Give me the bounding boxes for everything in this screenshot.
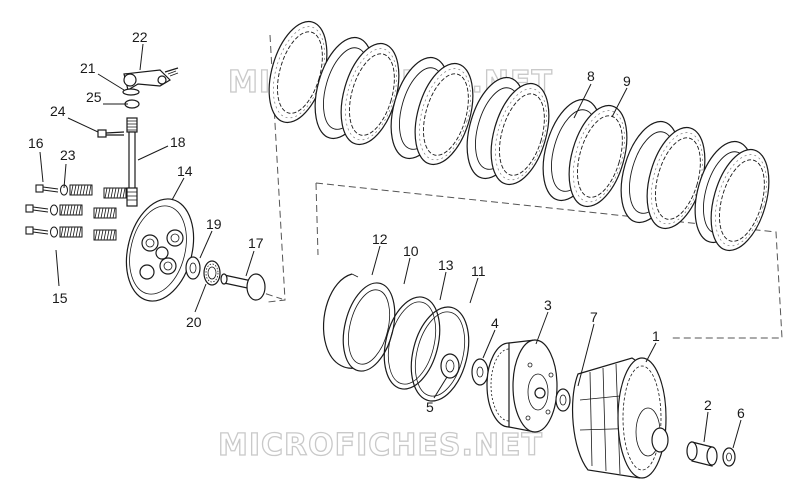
screw-24 [97, 129, 125, 138]
label-4: 4 [491, 315, 499, 331]
friction-plate [710, 148, 770, 252]
o-ring-21 [122, 88, 140, 96]
bolt-head [25, 226, 34, 235]
label-17: 17 [248, 235, 264, 251]
spring [93, 207, 117, 219]
label-20: 20 [186, 314, 202, 330]
label-2: 2 [704, 397, 712, 413]
pushrod-18 [126, 117, 138, 207]
label-9: 9 [623, 73, 631, 89]
washer [50, 226, 58, 238]
label-22: 22 [132, 29, 148, 45]
bolt-head [35, 184, 44, 193]
bearing-20 [203, 260, 221, 286]
bolt-spring-row [35, 184, 127, 199]
label-8: 8 [587, 68, 595, 84]
label-14: 14 [177, 163, 193, 179]
label-24: 24 [50, 103, 66, 119]
friction-plate [490, 82, 550, 186]
label-13: 13 [438, 257, 454, 273]
clutch-plate-stack [268, 20, 770, 252]
clutch-housing-1 [571, 357, 669, 479]
bushing-2 [686, 441, 718, 467]
label-7: 7 [590, 309, 598, 325]
label-3: 3 [544, 297, 552, 313]
label-18: 18 [170, 134, 186, 150]
friction-plate [414, 62, 474, 166]
pressure-plate-14 [125, 198, 195, 302]
washer [50, 204, 58, 216]
bolt-spring-row [25, 226, 117, 241]
bolt-spring-row [25, 204, 117, 219]
washer-19 [185, 256, 201, 280]
label-12: 12 [372, 231, 388, 247]
spring [69, 184, 93, 196]
seat-ring-11 [410, 306, 470, 402]
label-23: 23 [60, 147, 76, 163]
washer-7 [555, 388, 571, 412]
spring [59, 204, 83, 216]
label-5: 5 [426, 399, 434, 415]
bolt-spring-group [25, 184, 127, 241]
friction-plate [568, 104, 628, 208]
washer-6 [722, 447, 736, 467]
friction-plate [340, 42, 400, 146]
watermark-bottom: MICROFICHES.NET [218, 428, 543, 463]
label-10: 10 [403, 243, 419, 259]
lock-washer-4 [471, 358, 489, 386]
spring [103, 187, 127, 199]
bolt-head [25, 204, 34, 213]
label-19: 19 [206, 216, 222, 232]
label-16: 16 [28, 135, 44, 151]
part-labels: 22 21 25 24 18 16 23 14 15 19 17 20 12 1… [28, 29, 745, 421]
leader-lines [39, 43, 742, 449]
nut-5 [440, 353, 460, 379]
label-1: 1 [652, 328, 660, 344]
label-15: 15 [52, 290, 68, 306]
label-11: 11 [471, 263, 486, 279]
label-21: 21 [80, 60, 96, 76]
friction-plate [646, 126, 706, 230]
thrust-piece-17 [220, 273, 266, 301]
inner-hub-3 [486, 339, 558, 433]
label-25: 25 [86, 89, 102, 105]
rocker-arm-22 [123, 67, 179, 91]
label-6: 6 [737, 405, 745, 421]
spring [59, 226, 83, 238]
spring [93, 229, 117, 241]
plate-10 [342, 282, 396, 372]
spring-washer-13 [383, 296, 441, 390]
